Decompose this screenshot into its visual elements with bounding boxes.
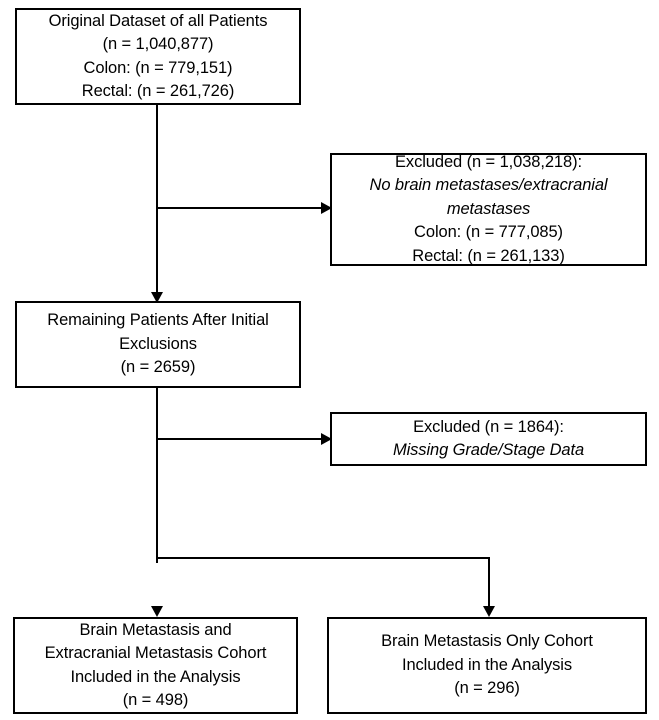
- node-original-dataset-line-2: (n = 1,040,877): [102, 35, 214, 54]
- node-original-dataset: Original Dataset of all Patients (n = 1,…: [15, 8, 301, 105]
- connector-cohort-right-drop: [488, 557, 490, 607]
- node-excluded-missing-data: Excluded (n = 1864): Missing Grade/Stage…: [330, 412, 647, 466]
- node-excluded-no-metastases-heading: Excluded (n = 1,038,218):: [395, 152, 582, 171]
- node-cohort-brain-and-extracranial-line-4: (n = 498): [122, 690, 189, 709]
- node-excluded-missing-data-heading: Excluded (n = 1864):: [413, 417, 564, 436]
- node-cohort-brain-and-extracranial-line-1: Brain Metastasis and: [79, 620, 232, 639]
- node-excluded-no-metastases-colon: Colon: (n = 777,085): [414, 223, 563, 242]
- node-excluded-no-metastases-reason: No brain metastases/extracranial metasta…: [369, 176, 608, 218]
- node-remaining-patients-line-2: Exclusions: [119, 334, 197, 353]
- node-original-dataset-line-3: Colon: (n = 779,151): [83, 58, 233, 77]
- arrowhead-to-excluded-1-icon: [321, 202, 332, 214]
- connector-remaining-to-excluded-2: [156, 438, 332, 440]
- node-original-dataset-line-4: Rectal: (n = 261,726): [81, 81, 235, 100]
- node-cohort-brain-only: Brain Metastasis Only Cohort Included in…: [327, 617, 647, 714]
- node-excluded-no-metastases-rectal: Rectal: (n = 261,133): [412, 246, 565, 265]
- node-remaining-patients-line-3: (n = 2659): [120, 358, 196, 377]
- node-remaining-patients: Remaining Patients After Initial Exclusi…: [15, 301, 301, 388]
- arrowhead-to-excluded-2-icon: [321, 433, 332, 445]
- connector-remaining-trunk: [156, 388, 158, 563]
- node-cohort-brain-and-extracranial-line-3: Included in the Analysis: [70, 667, 241, 686]
- node-cohort-brain-and-extracranial-line-2: Extracranial Metastasis Cohort: [44, 644, 267, 663]
- arrowhead-to-cohort-both-icon: [151, 606, 163, 617]
- connector-original-trunk: [156, 105, 158, 301]
- connector-original-to-excluded-1: [156, 207, 332, 209]
- node-excluded-missing-data-reason: Missing Grade/Stage Data: [392, 441, 585, 459]
- node-original-dataset-line-1: Original Dataset of all Patients: [48, 11, 268, 30]
- node-cohort-brain-only-line-3: (n = 296): [454, 679, 520, 698]
- connector-cohort-split: [156, 557, 490, 559]
- arrowhead-to-cohort-only-icon: [483, 606, 495, 617]
- node-cohort-brain-only-line-1: Brain Metastasis Only Cohort: [381, 632, 593, 651]
- node-excluded-no-metastases: Excluded (n = 1,038,218): No brain metas…: [330, 153, 647, 266]
- arrowhead-to-remaining-icon: [151, 292, 163, 303]
- node-cohort-brain-only-line-2: Included in the Analysis: [401, 655, 573, 674]
- node-remaining-patients-line-1: Remaining Patients After Initial: [47, 311, 269, 330]
- node-cohort-brain-and-extracranial: Brain Metastasis and Extracranial Metast…: [13, 617, 298, 714]
